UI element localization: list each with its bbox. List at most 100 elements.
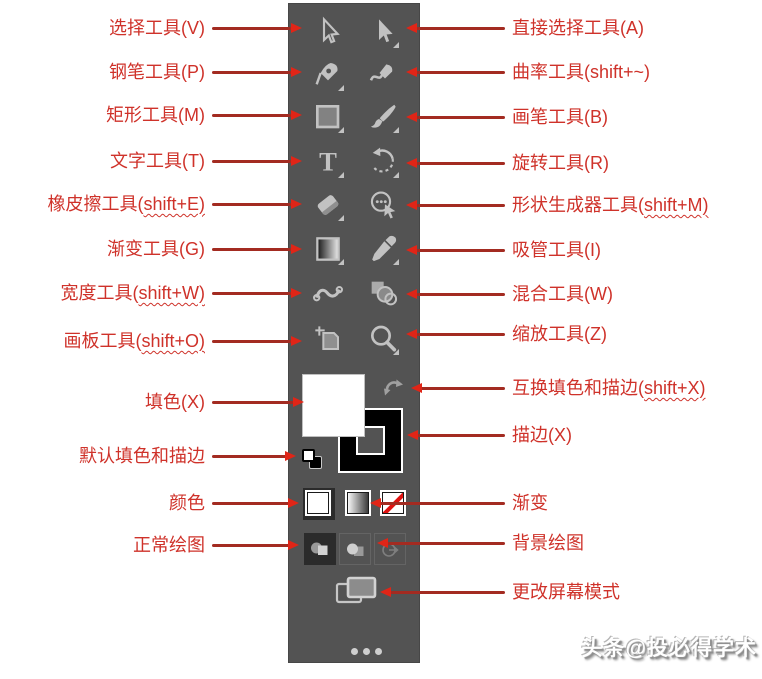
- screen-mode-button[interactable]: [335, 575, 379, 605]
- annotation-arrow-line: [415, 26, 505, 30]
- annotation-arrow-head-icon: [407, 430, 418, 440]
- annotation-arrow-line: [415, 161, 505, 165]
- annotation-arrow-line: [212, 400, 295, 404]
- tool-curvature-button[interactable]: [367, 59, 399, 91]
- annotation-arrow-head-icon: [406, 200, 417, 210]
- annotation-arrow-line: [415, 70, 505, 74]
- annotation-arrow-head-icon: [406, 289, 417, 299]
- annotation-arrow-head-icon: [288, 498, 299, 508]
- flyout-triangle-icon: [338, 215, 344, 221]
- annotation-arrow-line: [379, 501, 505, 505]
- pen-icon: [315, 63, 338, 85]
- gradient-swatch: [347, 492, 369, 514]
- annotation-arrow-line: [212, 247, 293, 251]
- annotation-label: 画板工具(shift+O): [63, 331, 205, 351]
- color-button[interactable]: [303, 488, 335, 520]
- annotation-label: 形状生成器工具(shift+M): [512, 195, 709, 215]
- annotation-arrow-line: [212, 291, 293, 295]
- tool-selection-button[interactable]: [312, 16, 344, 48]
- curvature-icon: [369, 64, 393, 81]
- annotation-arrow-head-icon: [291, 199, 302, 209]
- swap-fill-stroke-button[interactable]: [382, 376, 408, 398]
- draw-behind-button[interactable]: [339, 533, 371, 565]
- flyout-triangle-icon: [393, 172, 399, 178]
- annotation-arrow-head-icon: [377, 538, 388, 548]
- flyout-triangle-icon: [338, 172, 344, 178]
- annotation-label: 缩放工具(Z): [512, 324, 607, 344]
- draw-normal-button[interactable]: [304, 533, 336, 565]
- tool-blend-button[interactable]: [367, 277, 399, 309]
- flyout-triangle-icon: [338, 259, 344, 265]
- width-icon: [313, 286, 343, 302]
- tool-pen-button[interactable]: [312, 59, 344, 91]
- eraser-icon: [317, 195, 339, 215]
- annotation-label: 钢笔工具(P): [109, 62, 205, 82]
- annotation-label: 更改屏幕模式: [512, 582, 620, 602]
- flyout-triangle-icon: [393, 127, 399, 133]
- tool-gradient-button[interactable]: [312, 233, 344, 265]
- annotation-label: 背景绘图: [512, 533, 584, 553]
- edit-toolbar-button[interactable]: [351, 648, 385, 656]
- annotation-arrow-head-icon: [406, 23, 417, 33]
- zoom-icon: [371, 325, 397, 352]
- shape-builder-icon: [370, 191, 396, 219]
- annotation-arrow-line: [415, 248, 505, 252]
- annotation-arrow-head-icon: [406, 112, 417, 122]
- tool-type-button[interactable]: T: [312, 146, 344, 178]
- fill-swatch[interactable]: [303, 375, 364, 436]
- tool-zoom-button[interactable]: [367, 323, 399, 355]
- annotation-arrow-line: [212, 159, 293, 163]
- paintbrush-icon: [371, 104, 396, 128]
- flyout-triangle-icon: [338, 127, 344, 133]
- annotation-label: 矩形工具(M): [106, 105, 205, 125]
- annotation-label: 吸管工具(I): [512, 240, 601, 260]
- annotation-arrow-line: [212, 113, 293, 117]
- gradient-button[interactable]: [343, 488, 375, 520]
- watermark: 头条@投必得学术: [581, 637, 757, 660]
- annotation-arrow-head-icon: [406, 158, 417, 168]
- default-fill-mini-swatch: [302, 449, 315, 462]
- annotation-arrow-line: [415, 203, 505, 207]
- annotation-label: 旋转工具(R): [512, 153, 609, 173]
- annotation-label: 颜色: [169, 493, 205, 513]
- annotation-arrow-line: [386, 541, 505, 545]
- annotation-arrow-head-icon: [285, 451, 296, 461]
- annotation-arrow-line: [389, 590, 505, 594]
- annotation-label: 画笔工具(B): [512, 107, 608, 127]
- annotation-label: 橡皮擦工具(shift+E): [47, 194, 205, 214]
- annotation-label: 互换填色和描边(shift+X): [512, 378, 706, 398]
- annotation-arrow-line: [415, 292, 505, 296]
- annotation-label: 混合工具(W): [512, 284, 613, 304]
- tool-artboard-button[interactable]: [312, 323, 344, 355]
- draw-behind-icon: [347, 543, 364, 556]
- tool-shape-builder-button[interactable]: [367, 189, 399, 221]
- annotation-arrow-head-icon: [380, 587, 391, 597]
- annotation-arrow-head-icon: [370, 498, 381, 508]
- annotation-label: 宽度工具(shift+W): [60, 283, 205, 303]
- annotation-arrow-line: [212, 70, 293, 74]
- dot-icon: [351, 648, 358, 655]
- annotation-label: 填色(X): [145, 392, 205, 412]
- tool-rotate-button[interactable]: [367, 146, 399, 178]
- annotation-label: 正常绘图: [133, 535, 205, 555]
- tool-direct-selection-button[interactable]: [367, 16, 399, 48]
- annotation-arrow-line: [212, 543, 290, 547]
- tool-eyedropper-button[interactable]: [367, 233, 399, 265]
- type-icon: T: [319, 147, 337, 177]
- tool-width-button[interactable]: [312, 277, 344, 309]
- annotation-arrow-line: [415, 332, 505, 336]
- annotation-arrow-line: [212, 202, 293, 206]
- annotation-arrow-line: [415, 115, 505, 119]
- tool-eraser-button[interactable]: [312, 189, 344, 221]
- selection-icon: [322, 16, 340, 44]
- annotation-arrow-head-icon: [293, 397, 304, 407]
- annotation-label: 直接选择工具(A): [512, 18, 644, 38]
- default-fill-stroke-button[interactable]: [300, 448, 326, 472]
- color-swatch: [307, 492, 329, 514]
- tool-rectangle-button[interactable]: [312, 101, 344, 133]
- tool-paintbrush-button[interactable]: [367, 101, 399, 133]
- flyout-triangle-icon: [393, 42, 399, 48]
- illustrator-toolbar-panel: T: [288, 3, 420, 663]
- rectangle-icon: [316, 105, 340, 129]
